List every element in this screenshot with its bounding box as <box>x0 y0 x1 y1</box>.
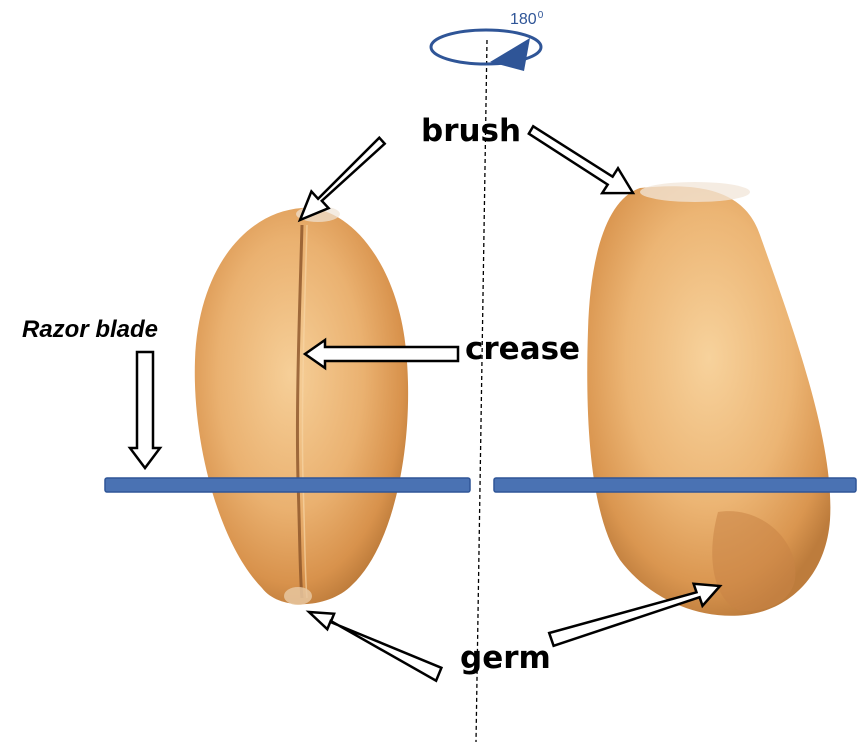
right-germ-region <box>712 511 796 611</box>
rotation-ellipse <box>429 28 543 66</box>
rotation-indicator <box>429 28 543 71</box>
label-germ: germ <box>460 640 551 676</box>
right-grain-back-view <box>587 182 831 616</box>
rotation-unit: 0 <box>537 10 544 21</box>
right-brush-tip <box>640 182 750 202</box>
label-razor-blade: Razor blade <box>22 316 159 343</box>
arrow-crease <box>302 337 460 371</box>
arrow-germ-left <box>305 610 444 683</box>
arrow-germ-right <box>547 582 723 648</box>
rotation-axis <box>475 39 488 743</box>
label-crease: crease <box>465 331 581 367</box>
razor-blade-left <box>104 477 471 493</box>
arrow-brush-right <box>527 124 636 195</box>
razor-blade-right <box>493 477 857 493</box>
left-grain-crease-view <box>194 206 409 605</box>
left-grain-body <box>194 207 409 605</box>
rotation-arrowhead-icon <box>490 38 530 71</box>
rotation-value: 180 <box>510 11 537 28</box>
crease-groove <box>295 224 304 599</box>
arrow-brush-left <box>297 135 387 223</box>
label-brush: brush <box>421 113 522 149</box>
left-germ-tip <box>284 587 312 605</box>
arrow-razor-blade <box>127 350 163 471</box>
rotation-label: 1800 <box>510 11 543 28</box>
right-grain-body <box>587 186 831 616</box>
